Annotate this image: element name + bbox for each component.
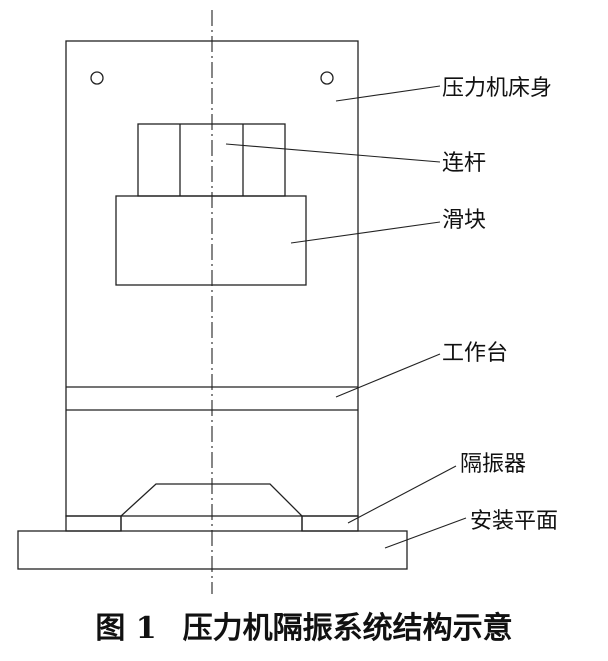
- figure-number: 图 1: [95, 611, 157, 646]
- bolt-hole-left: [90, 71, 104, 85]
- leader-mount-plane: [384, 517, 467, 549]
- isolator-right: [301, 515, 359, 532]
- leader-frame: [335, 85, 441, 102]
- figure-caption: 图 1 压力机隔振系统结构示意: [0, 604, 608, 654]
- press-isolation-diagram: 压力机床身 连杆 滑块 工作台 隔振器 安装平面: [17, 10, 558, 594]
- label-mount-plane: 安装平面: [470, 509, 558, 534]
- label-connecting-rod: 连杆: [442, 151, 486, 176]
- leader-worktable: [335, 353, 441, 398]
- label-frame: 压力机床身: [442, 76, 552, 101]
- figure-title: 压力机隔振系统结构示意: [182, 611, 513, 646]
- leader-connecting-rod: [225, 143, 441, 163]
- label-isolator: 隔振器: [460, 452, 526, 477]
- bolt-hole-right: [320, 71, 334, 85]
- base-foot: [120, 483, 303, 531]
- slider-block: [115, 195, 307, 286]
- label-slider: 滑块: [442, 208, 486, 233]
- leader-slider: [290, 221, 441, 244]
- leader-isolator: [347, 465, 457, 524]
- label-worktable: 工作台: [442, 341, 508, 366]
- isolator-left: [65, 515, 122, 532]
